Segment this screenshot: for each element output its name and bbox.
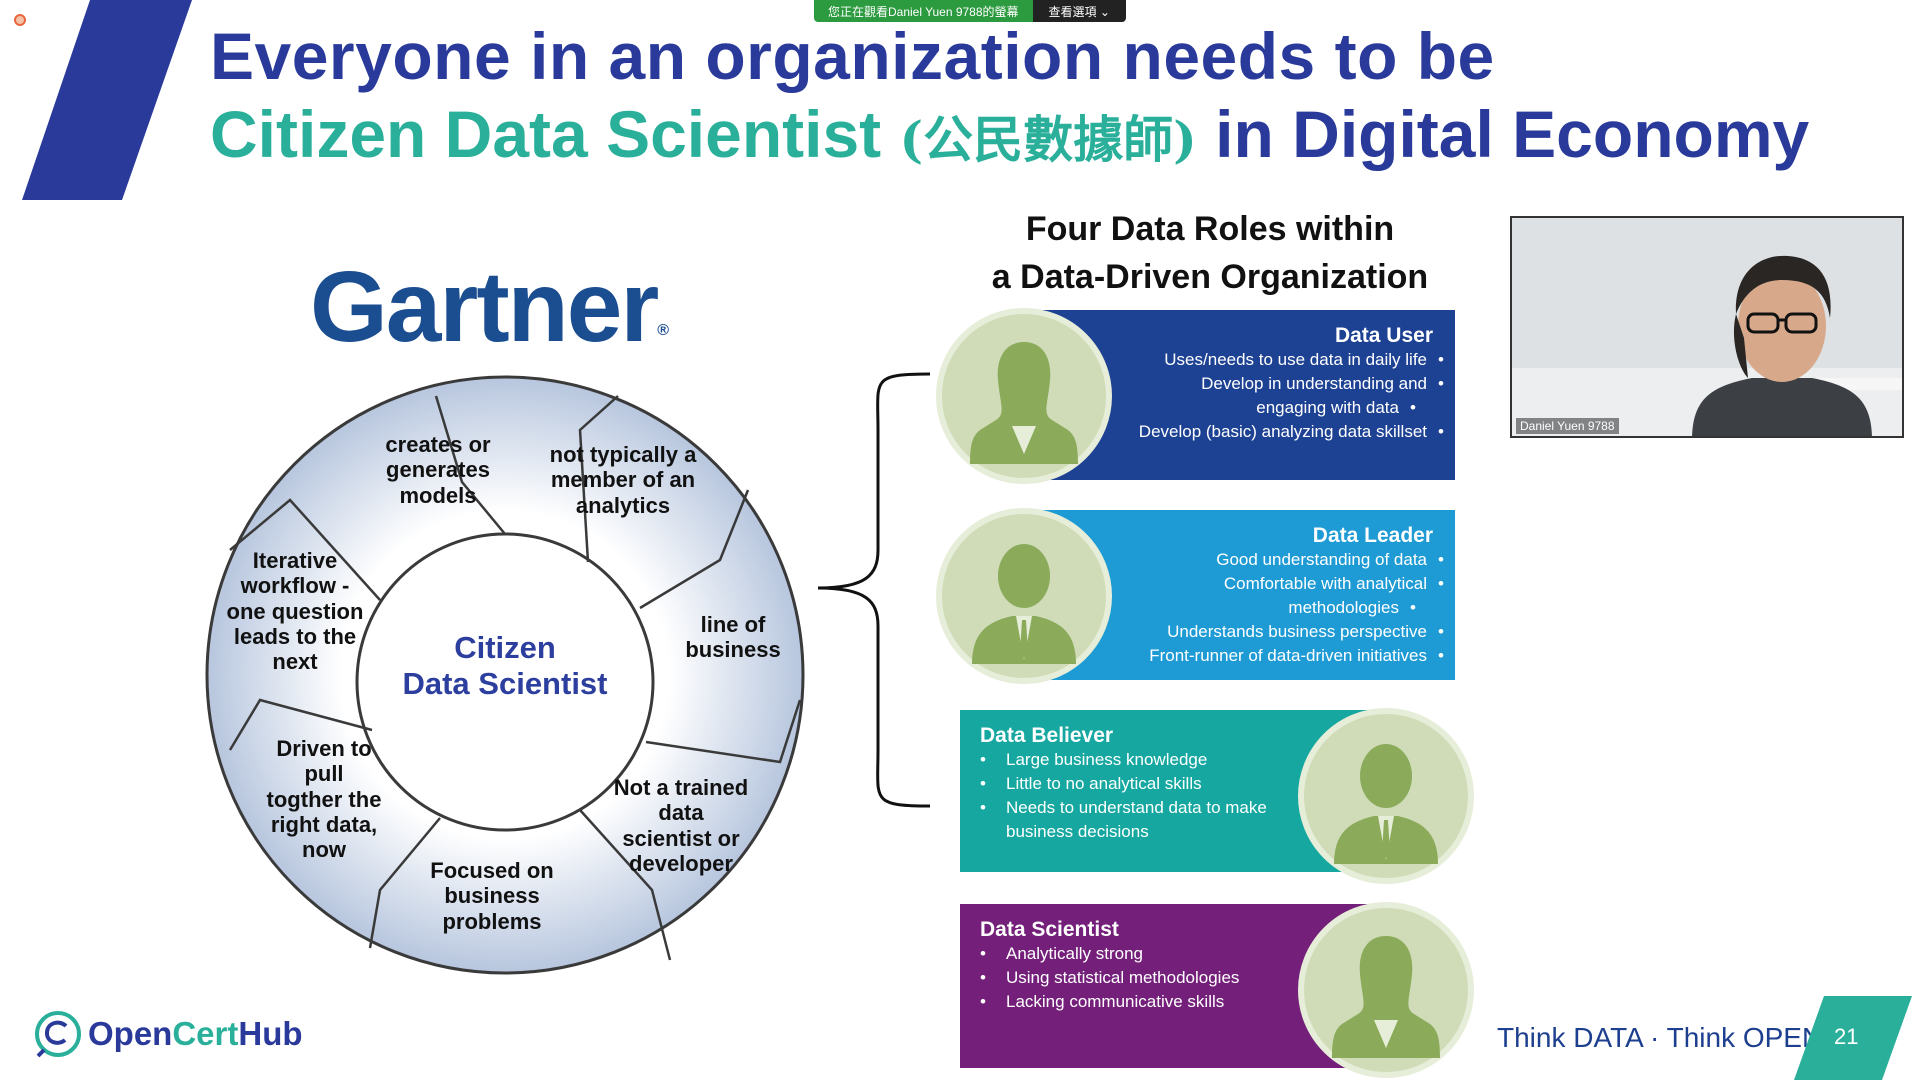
wheel-segment-creates-models: creates or generates models	[385, 432, 491, 508]
zoom-share-bar: 您正在觀看Daniel Yuen 9788的螢幕 查看選項 ⌄	[814, 0, 1126, 22]
wheel-center-label: Citizen Data Scientist	[360, 630, 650, 701]
female-avatar-icon	[936, 308, 1112, 484]
title-accent-slash-icon	[22, 0, 192, 200]
wheel-center-line-1: Citizen	[454, 630, 556, 665]
data-leader-point: Understands business perspective	[1040, 620, 1455, 644]
gartner-logo: Gartner®	[310, 250, 669, 365]
participant-video-tile[interactable]: Daniel Yuen 9788	[1510, 216, 1904, 438]
data-leader-point: Good understanding of data	[1040, 548, 1455, 572]
data-leader-point: methodologies	[1040, 596, 1455, 620]
wheel-segment-iterative-workflow: Iterative workflow - one question leads …	[226, 548, 364, 675]
data-scientist-point: Lacking communicative skills	[980, 990, 1390, 1014]
opencerthub-logo-text: OpenCertHub	[88, 1015, 303, 1053]
footer-tagline: Think DATA · Think OPEN	[1497, 1022, 1823, 1053]
wheel-segment-business-problems: Focused on business problems	[430, 858, 554, 934]
participant-video-feed	[1512, 218, 1902, 436]
data-leader-card: Data Leader Good understanding of data C…	[1040, 510, 1455, 680]
data-user-point: engaging with data	[1040, 396, 1455, 420]
four-data-roles-heading: Four Data Roles within a Data-Driven Org…	[975, 206, 1445, 301]
data-user-point: Uses/needs to use data in daily life	[1040, 348, 1455, 372]
logo-open: Open	[88, 1015, 173, 1052]
slide-title-line-1: Everyone in an organization needs to be	[210, 19, 1495, 93]
view-options-button[interactable]: 查看選項 ⌄	[1032, 0, 1126, 22]
data-believer-title: Data Believer	[980, 724, 1114, 747]
wheel-center-line-2: Data Scientist	[402, 665, 608, 701]
wheel-segment-not-analytics-member: not typically a member of an analytics	[549, 442, 697, 518]
opencerthub-logo: OpenCertHub	[32, 1008, 303, 1060]
data-scientist-point: Analytically strong	[980, 942, 1390, 966]
page-number-badge-icon	[1794, 996, 1912, 1080]
male-avatar-icon	[1298, 708, 1474, 884]
logo-hub: Hub	[238, 1015, 303, 1052]
wheel-segment-not-trained: Not a trained data scientist or develope…	[613, 775, 749, 876]
male-avatar-icon	[936, 508, 1112, 684]
page-number-text: 21	[1834, 1024, 1859, 1049]
wheel-dividers	[228, 395, 802, 961]
data-believer-point-continued: business decisions	[1006, 822, 1149, 841]
slide-page-number: 21	[1792, 996, 1912, 1080]
data-user-title: Data User	[1334, 324, 1433, 347]
title-citizen-data-scientist: Citizen Data Scientist	[210, 97, 900, 171]
data-user-point: Develop in understanding and	[1040, 372, 1455, 396]
screen-share-label: 您正在觀看Daniel Yuen 9788的螢幕	[814, 0, 1033, 22]
roles-bracket-icon	[817, 372, 931, 808]
wheel-segment-pull-data: Driven to pull togther the right data, n…	[266, 736, 382, 863]
gartner-registered-mark: ®	[657, 322, 669, 339]
slide-title-line-2: Citizen Data Scientist (公民數據師) in Digita…	[210, 96, 1809, 172]
data-believer-point: Needs to understand data to make	[980, 796, 1390, 820]
data-leader-point: Comfortable with analytical	[1040, 572, 1455, 596]
data-leader-title: Data Leader	[1312, 524, 1433, 547]
title-digital-economy: in Digital Economy	[1196, 97, 1810, 171]
data-believer-point: Large business knowledge	[980, 748, 1390, 772]
wheel-segment-line-of-business: line of business	[685, 612, 781, 663]
data-scientist-point: Using statistical methodologies	[980, 966, 1390, 990]
data-leader-point: Front-runner of data-driven initiatives	[1040, 644, 1455, 668]
recording-indicator-icon	[14, 14, 26, 26]
data-user-point: Develop (basic) analyzing data skillset	[1040, 420, 1455, 444]
female-avatar-icon	[1298, 902, 1474, 1078]
data-believer-point: Little to no analytical skills	[980, 772, 1390, 796]
citizen-data-scientist-wheel	[205, 375, 805, 975]
logo-cert: Cert	[172, 1015, 239, 1052]
roles-heading-line-1: Four Data Roles within	[1025, 210, 1395, 248]
title-chinese-term: (公民數據師)	[899, 110, 1197, 169]
data-scientist-title: Data Scientist	[980, 918, 1119, 941]
roles-heading-line-2: a Data-Driven Organization	[991, 257, 1429, 296]
participant-name-label: Daniel Yuen 9788	[1516, 418, 1619, 434]
opencerthub-logo-icon	[35, 1011, 81, 1058]
gartner-logo-text: Gartner	[310, 251, 659, 363]
